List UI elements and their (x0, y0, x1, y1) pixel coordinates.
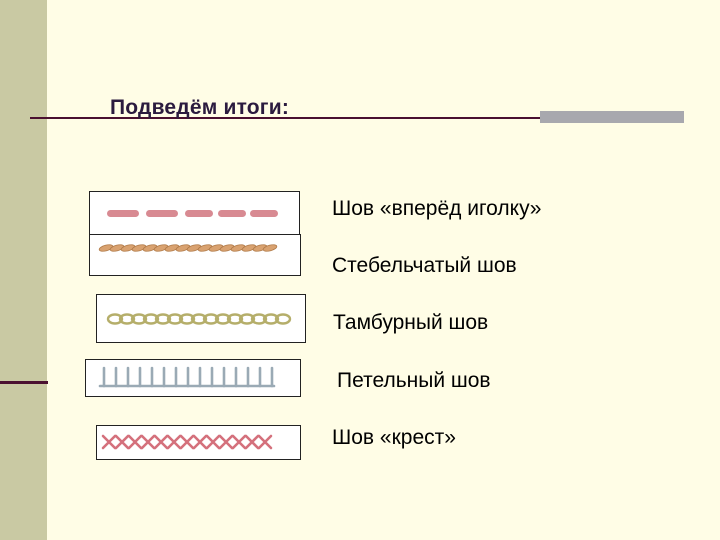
blanket-stitch-label: Петельный шов (337, 369, 491, 392)
cross-stitch-label: Шов «крест» (332, 426, 456, 449)
title-accent-bar (540, 111, 684, 123)
running-stitch-image (89, 191, 300, 235)
title-underline (30, 117, 682, 119)
chain-stitch-icon (106, 313, 292, 325)
slide-title: Подведём итоги: (110, 96, 290, 119)
running-stitch-label: Шов «вперёд иголку» (332, 197, 542, 220)
chain-stitch-label: Тамбурный шов (333, 311, 489, 334)
stem-stitch-image (89, 234, 301, 276)
chain-stitch-image (96, 294, 306, 343)
blanket-stitch-image (85, 359, 301, 397)
sidebar-band (0, 0, 47, 540)
sidebar-accent-line (0, 381, 48, 384)
blanket-stitch-icon (98, 366, 276, 388)
running-stitch-icon (107, 210, 278, 217)
cross-stitch-icon (101, 434, 273, 450)
stem-stitch-label: Стебельчатый шов (332, 254, 517, 277)
stem-stitch-icon (98, 244, 278, 252)
cross-stitch-image (96, 425, 301, 460)
